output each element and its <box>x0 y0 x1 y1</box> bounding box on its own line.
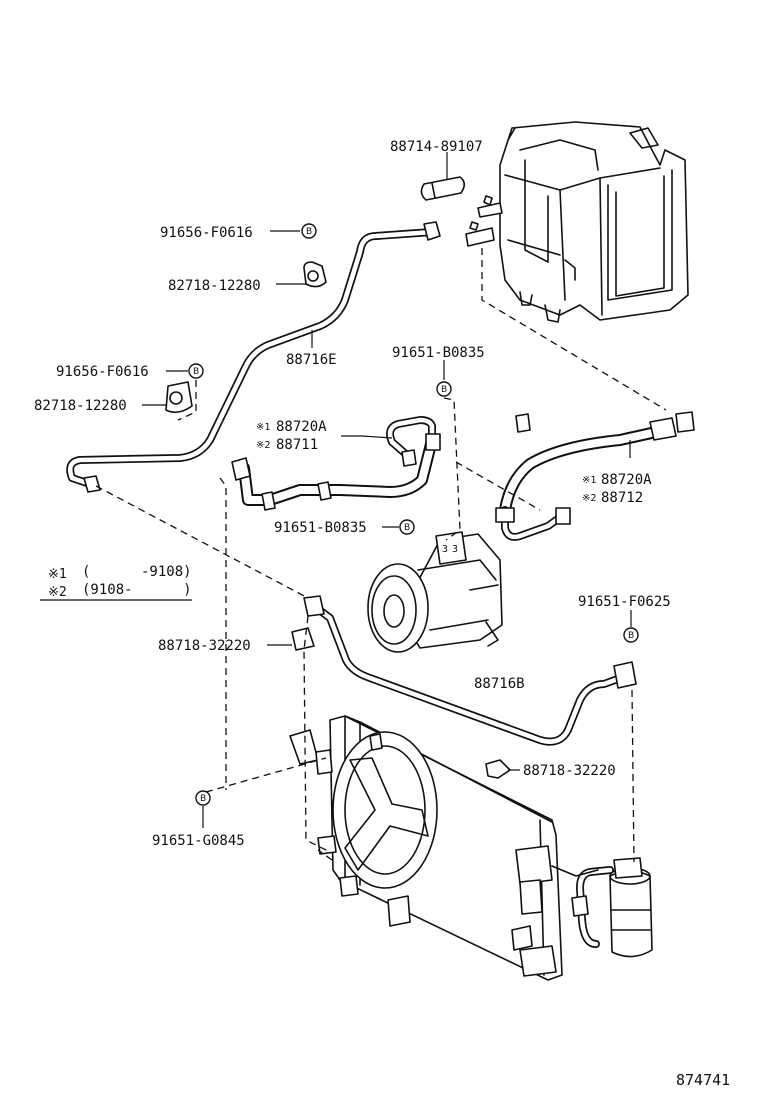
label-82718-12280-upper: 82718-12280 <box>168 278 261 294</box>
label-91651-g0845: 91651-G0845 <box>152 833 245 849</box>
svg-text:B: B <box>306 227 312 237</box>
cap-88718-left <box>291 627 315 651</box>
label-88716b: 88716B <box>474 676 525 692</box>
label-88720a-right: 88720A <box>601 472 652 488</box>
clamp-82718-upper <box>303 261 327 288</box>
bolt-marker-91651-g0845: B <box>195 790 211 806</box>
legend-row2-mark: ※2 <box>48 585 67 600</box>
legend-row1-range: ( -9108) <box>82 564 192 580</box>
label-91656-f0616-upper: 91656-F0616 <box>160 225 253 241</box>
compressor: 3 3 <box>367 531 503 653</box>
bolt-marker-91656-lower: B <box>188 363 204 379</box>
receiver-dryer <box>515 845 653 958</box>
evaporator-unit <box>499 121 689 323</box>
pipe-88716e <box>66 221 441 493</box>
label-91651-b0835-upper: 91651-B0835 <box>392 345 485 361</box>
label-88716e: 88716E <box>286 352 337 368</box>
label-88714-89107: 88714-89107 <box>390 139 483 155</box>
pipe-88716b <box>303 595 637 746</box>
evaporator-fittings <box>465 195 503 247</box>
legend-row2-range: (9108- ) <box>82 582 192 598</box>
legend: ※1 ( -9108) ※2 (9108- ) <box>40 564 192 601</box>
label-88711: 88711 <box>276 437 318 453</box>
label-88712-mark: ※2 <box>582 493 596 504</box>
label-88711-mark: ※2 <box>256 440 270 451</box>
label-88720a-left-mark: ※1 <box>256 422 270 433</box>
bolt-marker-91651-b0835-upper: B <box>436 381 452 397</box>
legend-row1-mark: ※1 <box>48 567 67 582</box>
condenser-assembly <box>289 715 563 981</box>
label-88718-32220-left: 88718-32220 <box>158 638 251 654</box>
guide-lines <box>95 248 667 863</box>
label-88712: 88712 <box>601 490 643 506</box>
hose-88720a-88711 <box>231 416 441 511</box>
label-91651-b0835-lower: 91651-B0835 <box>274 520 367 536</box>
label-91651-f0625: 91651-F0625 <box>578 594 671 610</box>
svg-text:B: B <box>441 385 447 395</box>
svg-text:B: B <box>193 367 199 377</box>
clamp-82718-lower <box>165 381 193 414</box>
svg-text:3: 3 <box>442 544 448 555</box>
hose-88720a-88712 <box>495 411 695 541</box>
svg-text:B: B <box>404 523 410 533</box>
label-88718-32220-right: 88718-32220 <box>523 763 616 779</box>
svg-text:B: B <box>200 794 206 804</box>
bolt-marker-91651-f0625: B <box>623 627 639 643</box>
leader-lines <box>142 152 632 828</box>
label-91656-f0616-lower: 91656-F0616 <box>56 364 149 380</box>
cap-88718-right <box>485 759 511 779</box>
reference-number: 874741 <box>676 1071 730 1089</box>
label-82718-12280-lower: 82718-12280 <box>34 398 127 414</box>
svg-text:B: B <box>628 631 634 641</box>
svg-text:3: 3 <box>452 544 458 555</box>
expansion-valve-88714 <box>420 176 466 201</box>
label-88720a-left: 88720A <box>276 419 327 435</box>
bolt-marker-91656-upper: B <box>301 223 317 239</box>
label-88720a-right-mark: ※1 <box>582 475 596 486</box>
bolt-marker-91651-b0835-lower: B <box>399 519 415 535</box>
